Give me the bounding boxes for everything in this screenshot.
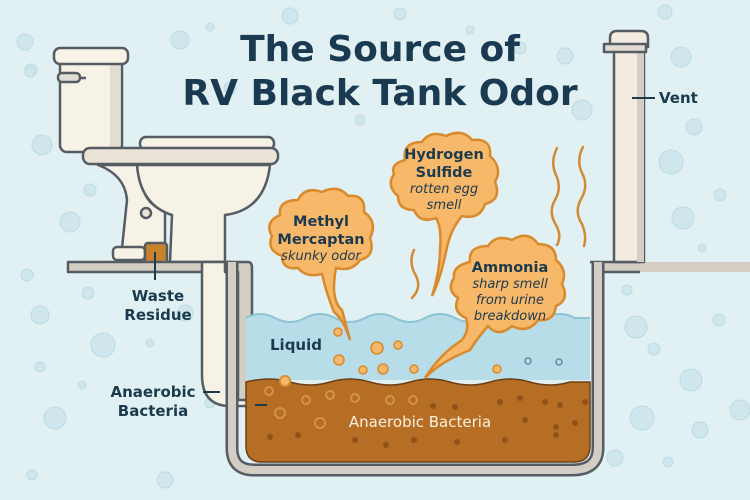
background-bubbles	[16, 4, 750, 489]
gas-hydrogen-sulfide: Hydrogen Sulfide rotten egg smell	[392, 146, 496, 214]
title-line-1: The Source of	[240, 29, 520, 70]
label-waste-residue-line-1: Waste	[131, 287, 185, 305]
label-anaerobic-line-1: Anaerobic	[110, 383, 196, 401]
label-anaerobic-line-2: Bacteria	[117, 402, 189, 420]
label-vent: Vent	[659, 89, 698, 107]
gas-name-line: Ammonia	[471, 260, 549, 276]
gas-ammonia: Ammonia sharp smell from urine breakdown	[458, 259, 562, 325]
page-title: The Source of RV Black Tank Odor	[150, 28, 610, 116]
label-anaerobic-bacteria-pipe: Anaerobic Bacteria	[104, 383, 202, 421]
gas-description-line: from urine	[475, 293, 545, 308]
label-anaerobic-bacteria-tank: Anaerobic Bacteria	[348, 413, 492, 431]
gas-name-line: Methyl	[293, 214, 349, 230]
odor-wisps	[410, 145, 587, 300]
gas-name-line: Mercaptan	[277, 232, 365, 248]
cloud-hydrogen-sulfide-shape	[389, 131, 500, 297]
toilet-illustration	[52, 46, 280, 265]
gas-description-line: rotten egg	[409, 182, 479, 197]
cloud-methyl-mercaptan-shape	[268, 187, 375, 341]
gas-methyl-mercaptan: Methyl Mercaptan skunky odor	[266, 213, 376, 265]
gas-description-line: smell	[426, 198, 462, 213]
gas-description-line: sharp smell	[472, 277, 548, 292]
title-line-2: RV Black Tank Odor	[182, 73, 578, 114]
gas-description-line: breakdown	[473, 309, 547, 324]
label-waste-residue-line-2: Residue	[124, 306, 192, 324]
gas-clouds	[268, 131, 567, 379]
black-tank	[225, 262, 605, 477]
gas-description-line: skunky odor	[281, 249, 361, 264]
label-liquid: Liquid	[270, 336, 322, 354]
cloud-ammonia-shape	[423, 234, 567, 379]
gas-name-line: Sulfide	[415, 165, 473, 181]
leader-lines	[154, 97, 655, 406]
label-waste-residue: Waste Residue	[118, 287, 198, 325]
gas-name-line: Hydrogen	[404, 147, 484, 163]
